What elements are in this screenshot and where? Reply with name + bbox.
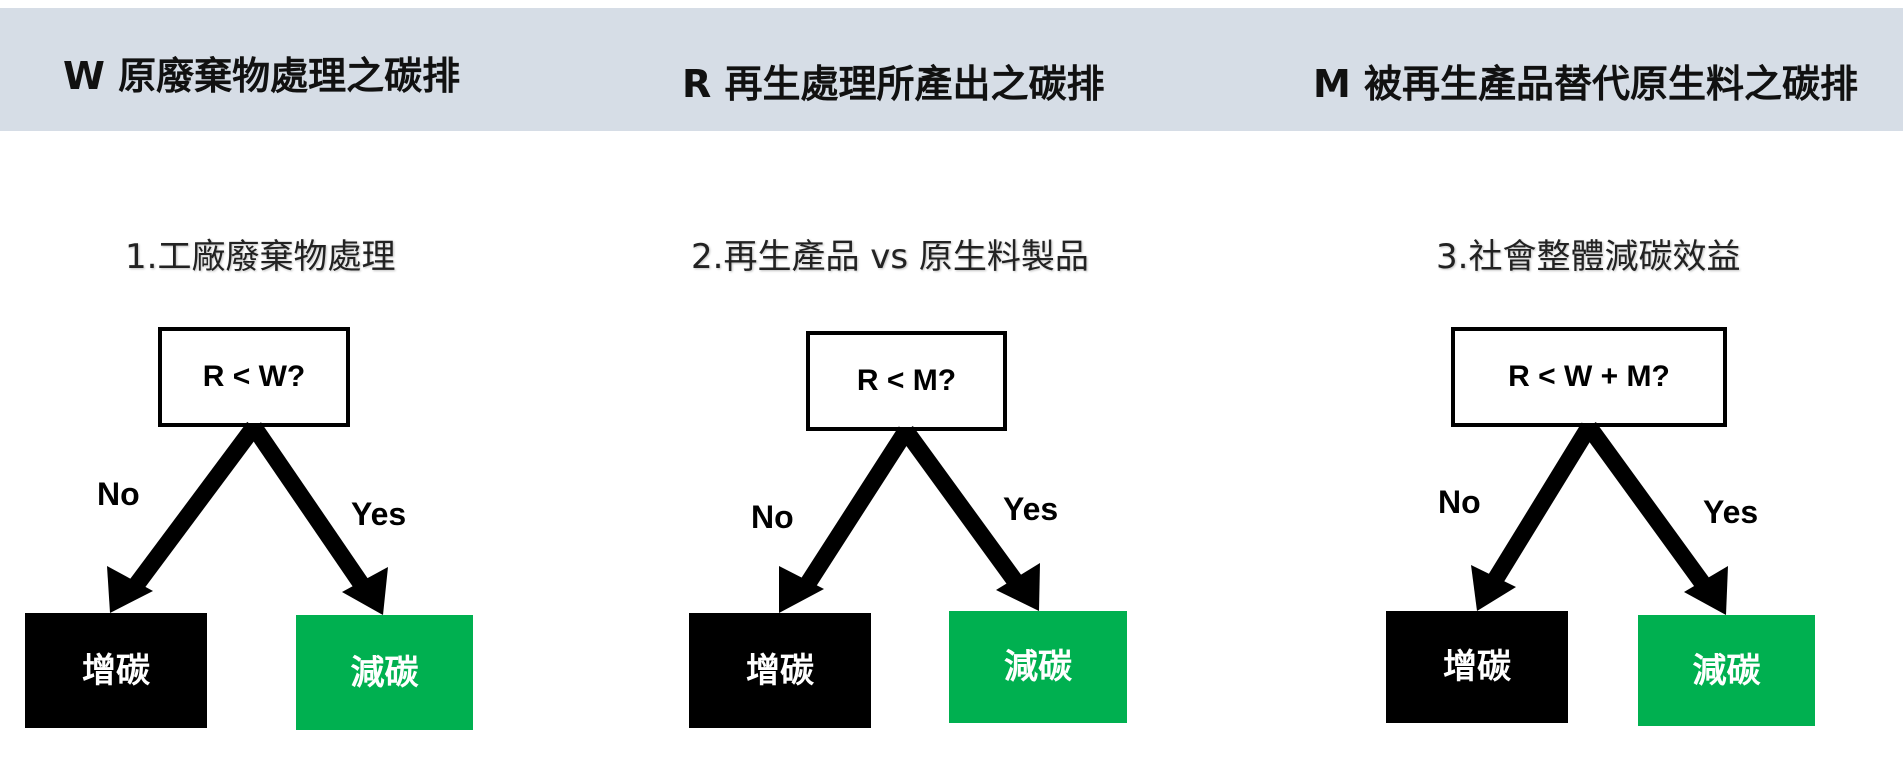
section-3-decrease-box: 減碳 bbox=[1638, 615, 1815, 726]
section-1-yes-arrow bbox=[246, 422, 372, 593]
header-w-label: W 原廢棄物處理之碳排 bbox=[63, 54, 461, 98]
section-1-title: 1.工廠廢棄物處理 bbox=[125, 237, 396, 277]
section-2-decrease-box: 減碳 bbox=[949, 611, 1127, 723]
section-3-title: 3.社會整體減碳效益 bbox=[1436, 237, 1741, 277]
section-3-increase-box: 增碳 bbox=[1386, 611, 1568, 723]
header-band bbox=[0, 8, 1903, 131]
section-3-yes-arrow bbox=[1582, 422, 1713, 593]
section-1-yes-label: Yes bbox=[351, 496, 407, 532]
section-2-no-arrowhead bbox=[779, 566, 824, 613]
section-3-no-arrow bbox=[1484, 422, 1597, 590]
section-2-no-label: No bbox=[751, 499, 794, 535]
header-m-label: M 被再生產品替代原生料之碳排 bbox=[1313, 62, 1859, 106]
section-2-increase-box: 增碳 bbox=[689, 613, 871, 728]
section-1-no-label: No bbox=[97, 476, 140, 512]
section-1-no-arrowhead bbox=[107, 566, 153, 613]
section-2-title: 2.再生產品 vs 原生料製品 bbox=[691, 237, 1089, 277]
section-2-question-box: R < M? bbox=[806, 331, 1007, 431]
section-2-no-arrow bbox=[797, 426, 914, 593]
section-3-no-arrowhead bbox=[1471, 565, 1516, 611]
section-2-yes-arrow bbox=[899, 426, 1025, 590]
section-1-question-box: R < W? bbox=[158, 327, 350, 427]
section-1-no-arrow bbox=[127, 421, 261, 594]
section-1-yes-arrowhead bbox=[342, 567, 388, 615]
section-1-decrease-box: 減碳 bbox=[296, 615, 473, 730]
section-3-yes-label: Yes bbox=[1703, 494, 1759, 530]
section-3-no-label: No bbox=[1438, 484, 1481, 520]
section-3-question-box: R < W + M? bbox=[1451, 327, 1727, 427]
section-2-yes-arrowhead bbox=[996, 563, 1040, 611]
section-1-increase-box: 增碳 bbox=[25, 613, 207, 728]
section-3-yes-arrowhead bbox=[1684, 566, 1728, 615]
header-r-label: R 再生處理所產出之碳排 bbox=[682, 62, 1105, 106]
section-2-yes-label: Yes bbox=[1003, 491, 1059, 527]
